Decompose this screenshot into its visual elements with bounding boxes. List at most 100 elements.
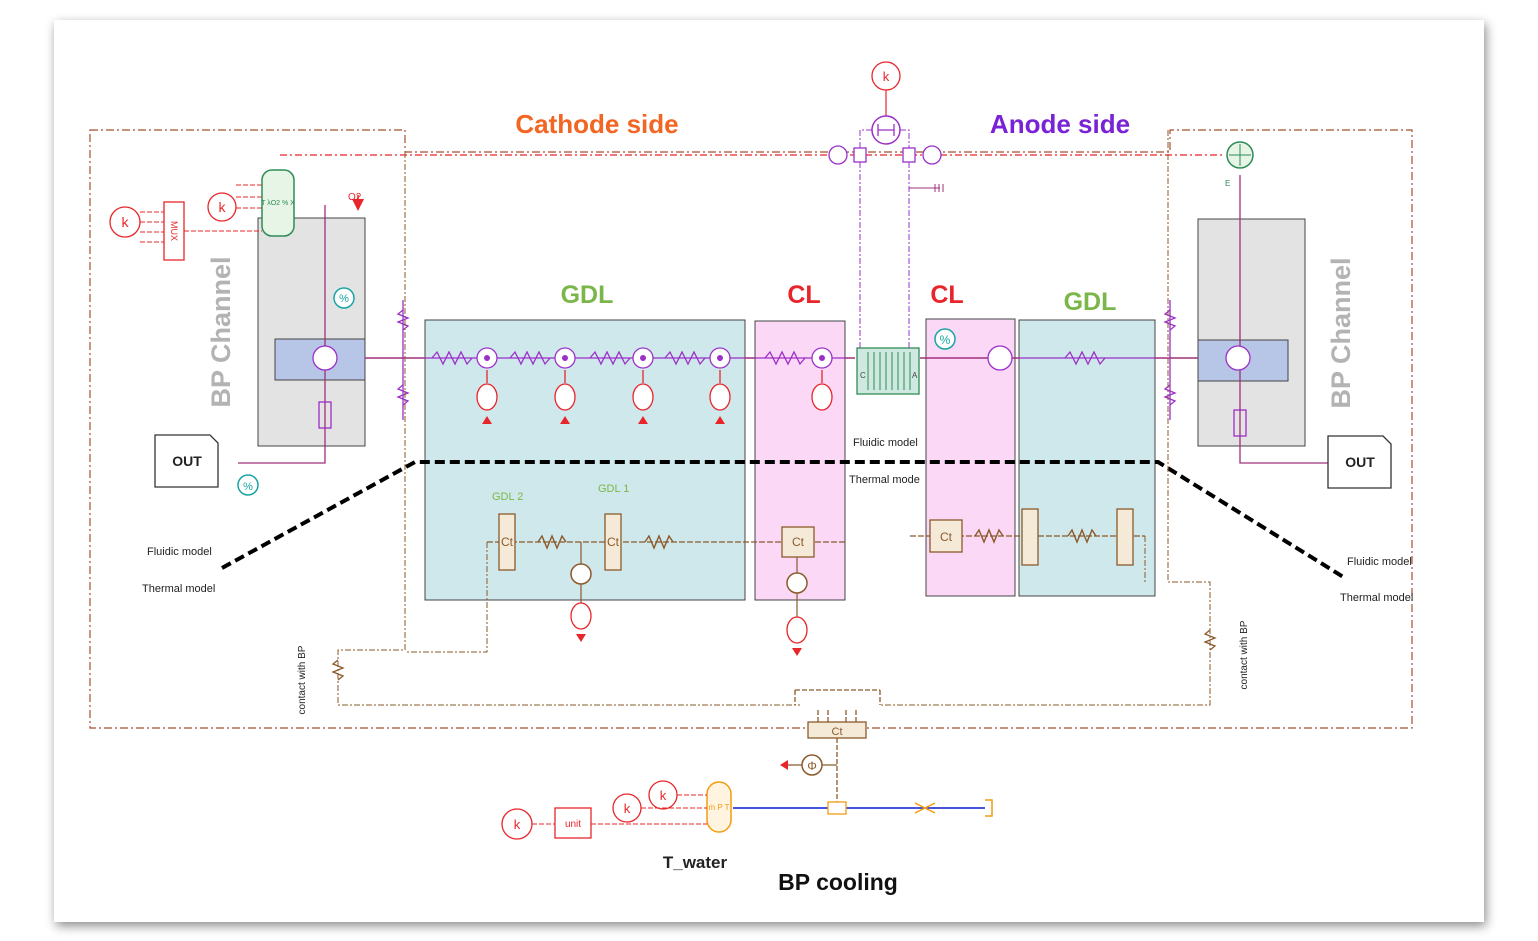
cooling-inlet-label: ṁ P T bbox=[708, 803, 729, 812]
thermal-model-center: Thermal mode bbox=[849, 474, 920, 486]
gdl-left-title: GDL bbox=[561, 281, 614, 309]
bp-cooling-ct-label: Ct bbox=[832, 726, 843, 738]
cathode-side-title: Cathode side bbox=[515, 109, 678, 139]
bp-right-mixer bbox=[1225, 345, 1251, 371]
anode-side-title: Anode side bbox=[990, 109, 1130, 139]
bp-left-mixer bbox=[312, 345, 338, 371]
out-left-percent-sensor bbox=[237, 474, 259, 496]
cooling-k-label-3: k bbox=[660, 788, 667, 803]
out-right-box bbox=[1327, 435, 1392, 489]
membrane-a-port: A bbox=[912, 371, 918, 380]
bp-left-vertical bbox=[238, 205, 326, 464]
bp-channel-right-label: BP Channel bbox=[1326, 257, 1356, 408]
gdl-right-title: GDL bbox=[1064, 288, 1117, 316]
electrode-wires bbox=[859, 129, 910, 348]
bp-channel-left-label: BP Channel bbox=[206, 256, 236, 407]
gdl-temperature-sensor bbox=[570, 563, 592, 585]
cooling-restriction bbox=[914, 802, 936, 814]
current-source-icon bbox=[877, 124, 895, 136]
fluidic-thermal-separator bbox=[221, 460, 1347, 580]
contact-bp-right-line bbox=[880, 130, 1211, 706]
heat-flux-arrow bbox=[780, 760, 788, 770]
cooling-k-sources bbox=[501, 780, 678, 840]
o2-label: O2 bbox=[348, 192, 362, 203]
cooling-k-label-1: k bbox=[514, 817, 521, 832]
water-source-arrows bbox=[482, 416, 725, 424]
ground-wire bbox=[909, 184, 944, 192]
contact-bp-left-line bbox=[337, 152, 800, 706]
cl-right-title: CL bbox=[930, 281, 963, 309]
bp-right-vertical bbox=[1239, 175, 1328, 464]
anode-current-sensor bbox=[922, 145, 942, 165]
water-source-icons bbox=[476, 370, 833, 411]
anode-cl-mixer bbox=[987, 345, 1013, 371]
gdl1-label: GDL 1 bbox=[598, 483, 629, 495]
e-port-label: E bbox=[1225, 179, 1230, 188]
fluidic-model-right: Fluidic model bbox=[1347, 556, 1412, 568]
temperature-sensor-stems bbox=[580, 542, 798, 617]
anode-cl-percent-label: % bbox=[940, 333, 951, 347]
membrane-fins bbox=[867, 352, 911, 390]
thermal-model-right: Thermal model bbox=[1340, 592, 1413, 604]
fluidic-model-center: Fluidic model bbox=[853, 437, 918, 449]
bp-cooling-ports bbox=[794, 689, 881, 808]
cl-temperature-sensor bbox=[786, 572, 808, 594]
gas-composition-block bbox=[261, 169, 295, 237]
gdl2-label: GDL 2 bbox=[492, 491, 523, 503]
out-right-label: OUT bbox=[1345, 454, 1375, 470]
thermal-capacities bbox=[498, 508, 1134, 571]
mux-wires bbox=[140, 184, 262, 243]
gdl-fluid-chain bbox=[431, 350, 1106, 366]
contact-bp-left-resistor bbox=[331, 659, 345, 681]
bp-channel-right-block bbox=[1197, 218, 1306, 447]
anode-cl-percent-sensor bbox=[934, 328, 956, 350]
cathode-electrode-port bbox=[853, 147, 867, 163]
inlet-k-sources bbox=[109, 192, 237, 238]
cathode-current-sensor bbox=[828, 145, 848, 165]
bp-channel-left-block bbox=[257, 217, 366, 447]
ct-label-gdl1: Ct bbox=[607, 535, 620, 549]
membrane-c-port: C bbox=[860, 371, 866, 380]
wall-resistors bbox=[396, 300, 1177, 420]
fluidic-model-left: Fluidic model bbox=[147, 546, 212, 558]
contact-bp-right-resistor bbox=[1203, 629, 1217, 651]
contact-bp-left-label: contact with BP bbox=[297, 645, 308, 714]
cooling-outlet bbox=[985, 799, 993, 817]
droplet-icons bbox=[484, 355, 825, 361]
unit-converter bbox=[554, 807, 592, 839]
heat-sink-arrows bbox=[576, 634, 802, 656]
anode-electrode-port bbox=[902, 147, 916, 163]
bp-left-percent-sensor bbox=[333, 287, 355, 309]
bp-left-percent-label: % bbox=[339, 293, 349, 305]
cooling-inlet-block bbox=[706, 781, 732, 833]
system-boundary bbox=[89, 129, 1413, 729]
out-left-box bbox=[154, 434, 219, 488]
anode-outlet-sensor-icon bbox=[1229, 144, 1251, 166]
heat-flux-label: Φ bbox=[807, 759, 817, 773]
t-water-label: T_water bbox=[663, 853, 728, 872]
heat-sink-icons bbox=[570, 602, 808, 644]
inlet-k-label-2: k bbox=[219, 199, 227, 215]
inlet-k-label-1: k bbox=[122, 214, 130, 230]
bp-cooling-title: BP cooling bbox=[778, 869, 898, 895]
unit-converter-label: unit bbox=[565, 819, 581, 830]
ct-label-cl-right: Ct bbox=[940, 530, 953, 544]
out-left-label: OUT bbox=[172, 453, 202, 469]
thermal-resistors bbox=[537, 528, 1097, 550]
mux-label: MUX bbox=[169, 221, 179, 241]
ct-label-cl-left: Ct bbox=[792, 535, 805, 549]
membrane bbox=[856, 347, 920, 395]
top-k-label: k bbox=[883, 69, 890, 84]
cooling-channel-node bbox=[827, 801, 847, 815]
out-left-percent-label: % bbox=[243, 481, 253, 493]
ct-label-gdl2: Ct bbox=[501, 535, 514, 549]
bp-left-tank bbox=[318, 401, 332, 429]
bp-right-tank bbox=[1233, 409, 1247, 437]
gas-composition-label: T λO2 % X bbox=[261, 200, 295, 207]
thermal-model-left: Thermal model bbox=[142, 583, 215, 595]
contact-bp-right-label: contact with BP bbox=[1239, 620, 1250, 689]
cl-left-title: CL bbox=[787, 281, 820, 309]
cooling-k-label-2: k bbox=[624, 801, 631, 816]
cooling-signal-wires bbox=[532, 794, 707, 825]
